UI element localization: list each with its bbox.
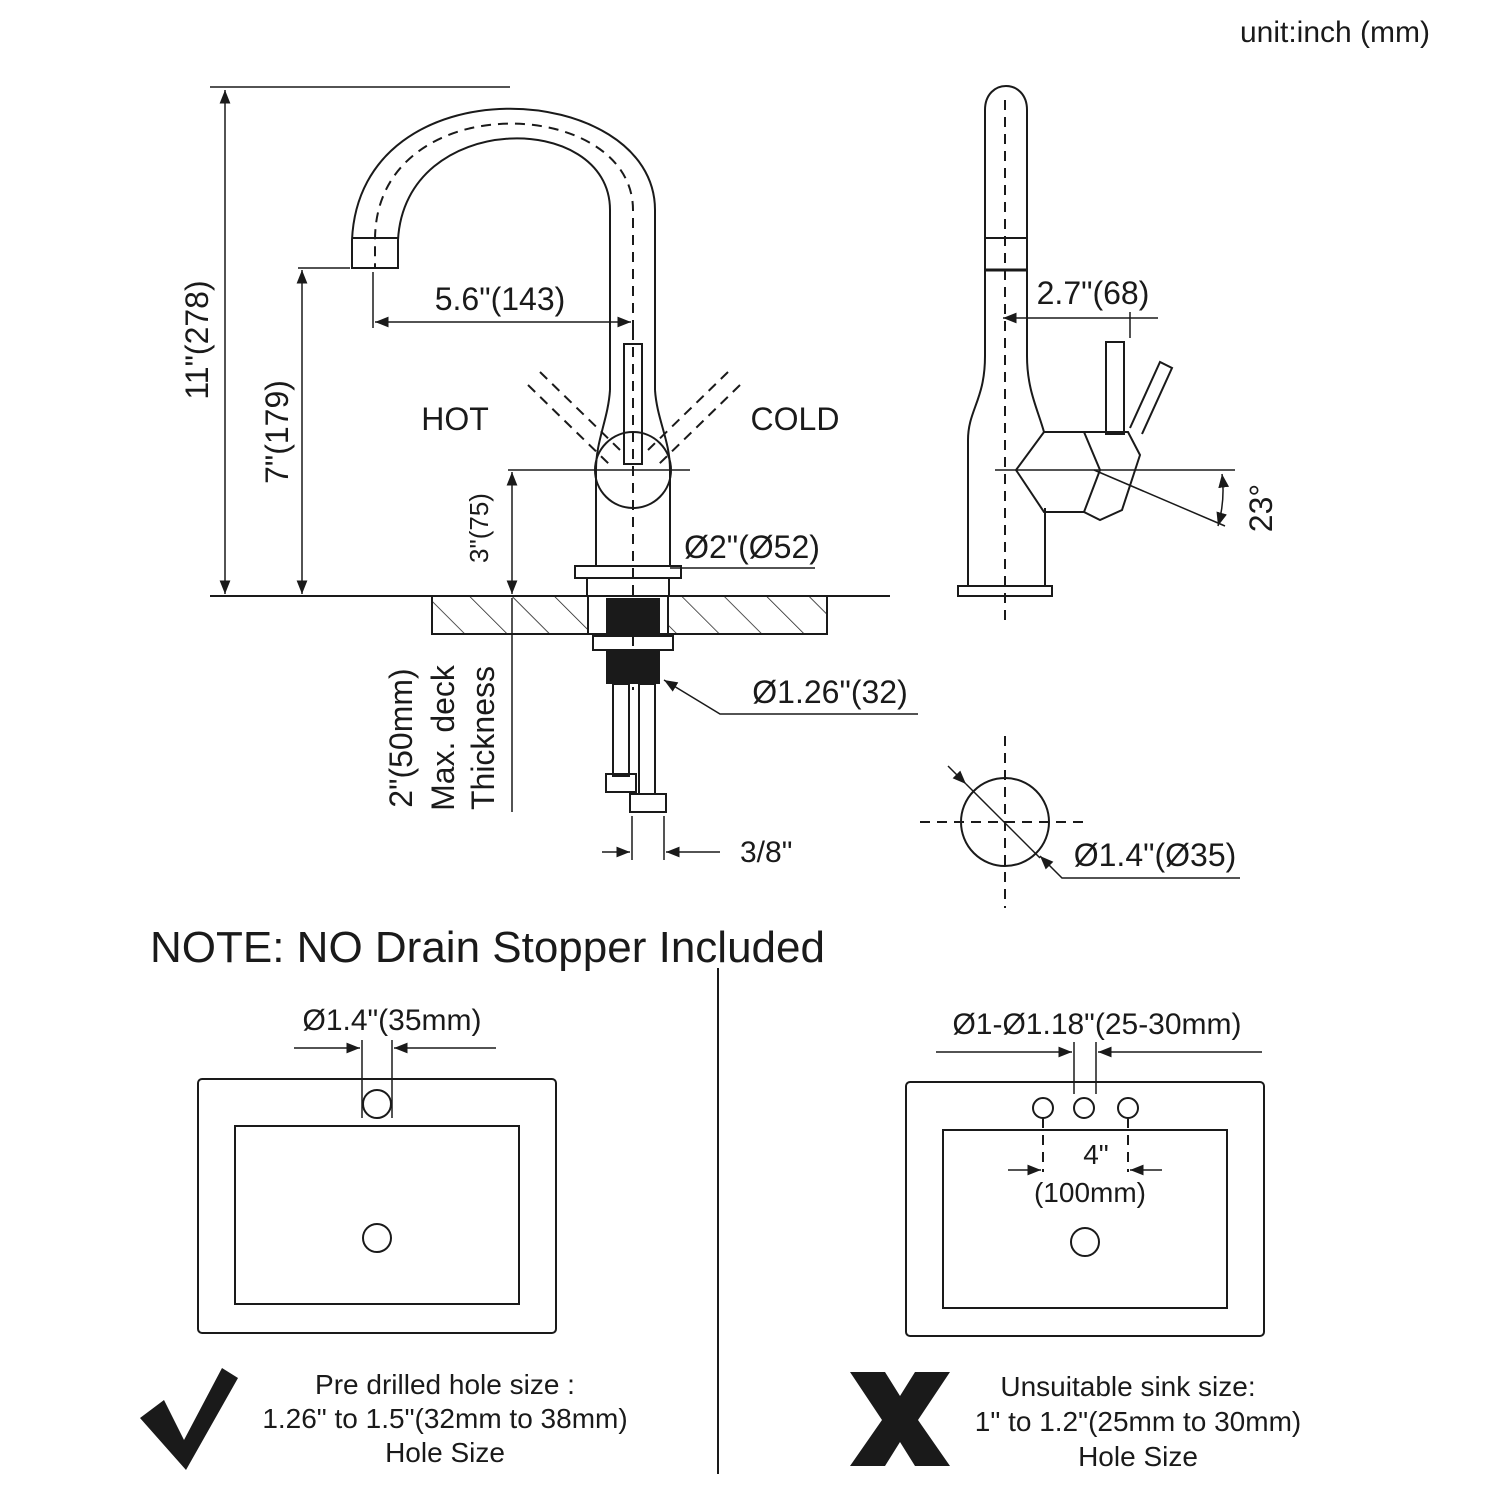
unsuitable-drain-hole	[1070, 1227, 1100, 1257]
unsuitable-hole-label: Ø1-Ø1.18"(25-30mm)	[952, 1008, 1241, 1041]
base-flange	[586, 577, 670, 597]
cold-swing-line-2	[657, 384, 741, 466]
no-drain-stopper-note: NOTE: NO Drain Stopper Included	[150, 923, 825, 972]
side-view: 23° 2.7"(68)	[957, 85, 1279, 625]
hose-hot	[612, 683, 630, 777]
unsuitable-hole-left	[1032, 1097, 1054, 1119]
unsuitable-sink-outline	[905, 1081, 1265, 1337]
spacing-value-label: 4"	[1083, 1139, 1109, 1170]
handle-angle-label: 23°	[1243, 484, 1279, 532]
side-lever-vertical	[1105, 341, 1125, 435]
base-diameter-label: Ø2"(Ø52)	[684, 529, 820, 565]
unsuitable-sink-basin	[942, 1129, 1228, 1309]
suitable-desc-line1: Pre drilled hole size :	[315, 1369, 575, 1400]
unsuitable-sink: Ø1-Ø1.18"(25-30mm) 4" (100mm) Unsuitable…	[850, 1008, 1301, 1472]
cold-swing-line	[647, 371, 729, 451]
suitable-desc-line3: Hole Size	[385, 1437, 505, 1468]
dim-hole-arrow-top	[947, 765, 967, 785]
shank-diameter-label: Ø1.26"(32)	[752, 674, 907, 710]
unsuitable-hole-right	[1117, 1097, 1139, 1119]
check-mark-icon	[140, 1368, 238, 1470]
dim-angle-arc	[1216, 473, 1230, 527]
side-lever-tilted	[1129, 360, 1174, 435]
handle-lever	[623, 343, 643, 465]
spout-centerline	[374, 122, 634, 330]
suitable-sink: Ø1.4"(35mm) Pre drilled hole size : 1.26…	[140, 1004, 628, 1470]
side-handle-block	[1014, 431, 1102, 513]
unit-label: unit:inch (mm)	[1240, 16, 1430, 49]
spacing-mm-label: (100mm)	[1034, 1177, 1146, 1208]
hot-swing-line	[539, 371, 621, 451]
unsuitable-desc-line3: Hole Size	[1078, 1441, 1198, 1472]
unsuitable-hole-center	[1073, 1097, 1095, 1119]
side-body	[967, 355, 1046, 587]
mounting-nut	[606, 650, 660, 684]
shank-thread	[606, 598, 660, 634]
suitable-sink-outline	[197, 1078, 557, 1334]
total-height-label: 11"(278)	[179, 280, 215, 399]
dim-hole-leader	[1039, 855, 1240, 879]
unsuitable-desc-line1: Unsuitable sink size:	[1000, 1371, 1255, 1402]
front-view: HOT COLD 11"(278) 7"(179) 3"(75)	[179, 86, 918, 869]
handle-offset-label: 2.7"(68)	[1037, 275, 1150, 311]
deck-thickness-line2: Max. deck	[425, 664, 461, 811]
suitable-sink-basin	[234, 1125, 520, 1305]
suitable-hole-label: Ø1.4"(35mm)	[302, 1004, 481, 1037]
unsuitable-desc-line2: 1" to 1.2"(25mm to 30mm)	[975, 1406, 1301, 1437]
base-flange-top	[574, 565, 682, 579]
suitable-drain-hole	[362, 1223, 392, 1253]
dim-hole-diag	[965, 783, 1041, 859]
hole-diameter-label: Ø1.4"(Ø35)	[1074, 837, 1237, 873]
spout-outer	[351, 107, 656, 390]
x-mark-icon	[850, 1372, 950, 1466]
spout-reach-label: 5.6"(143)	[435, 281, 566, 317]
side-handle-tilt-line	[1093, 469, 1226, 527]
side-spout	[984, 85, 1028, 356]
suitable-desc-line2: 1.26" to 1.5"(32mm to 38mm)	[262, 1403, 627, 1434]
hole-view: Ø1.4"(Ø35)	[920, 736, 1240, 908]
side-handle-cap	[1083, 431, 1142, 522]
suitable-faucet-hole	[362, 1089, 392, 1119]
deck-thickness-line3: Thickness	[465, 666, 501, 810]
cold-label: COLD	[751, 401, 840, 437]
hot-swing-line-2	[527, 384, 611, 466]
deck-thickness-line1: 2"(50mm)	[383, 668, 419, 807]
spout-height-label: 7"(179)	[259, 380, 295, 484]
hose-cold	[638, 683, 656, 795]
hose-hot-nut	[605, 773, 637, 793]
hot-label: HOT	[421, 401, 489, 437]
hose-size-label: 3/8"	[740, 836, 792, 869]
handle-height-label: 3"(75)	[464, 493, 494, 563]
hose-cold-nut	[629, 793, 667, 813]
dim-shank-leader	[663, 679, 918, 715]
